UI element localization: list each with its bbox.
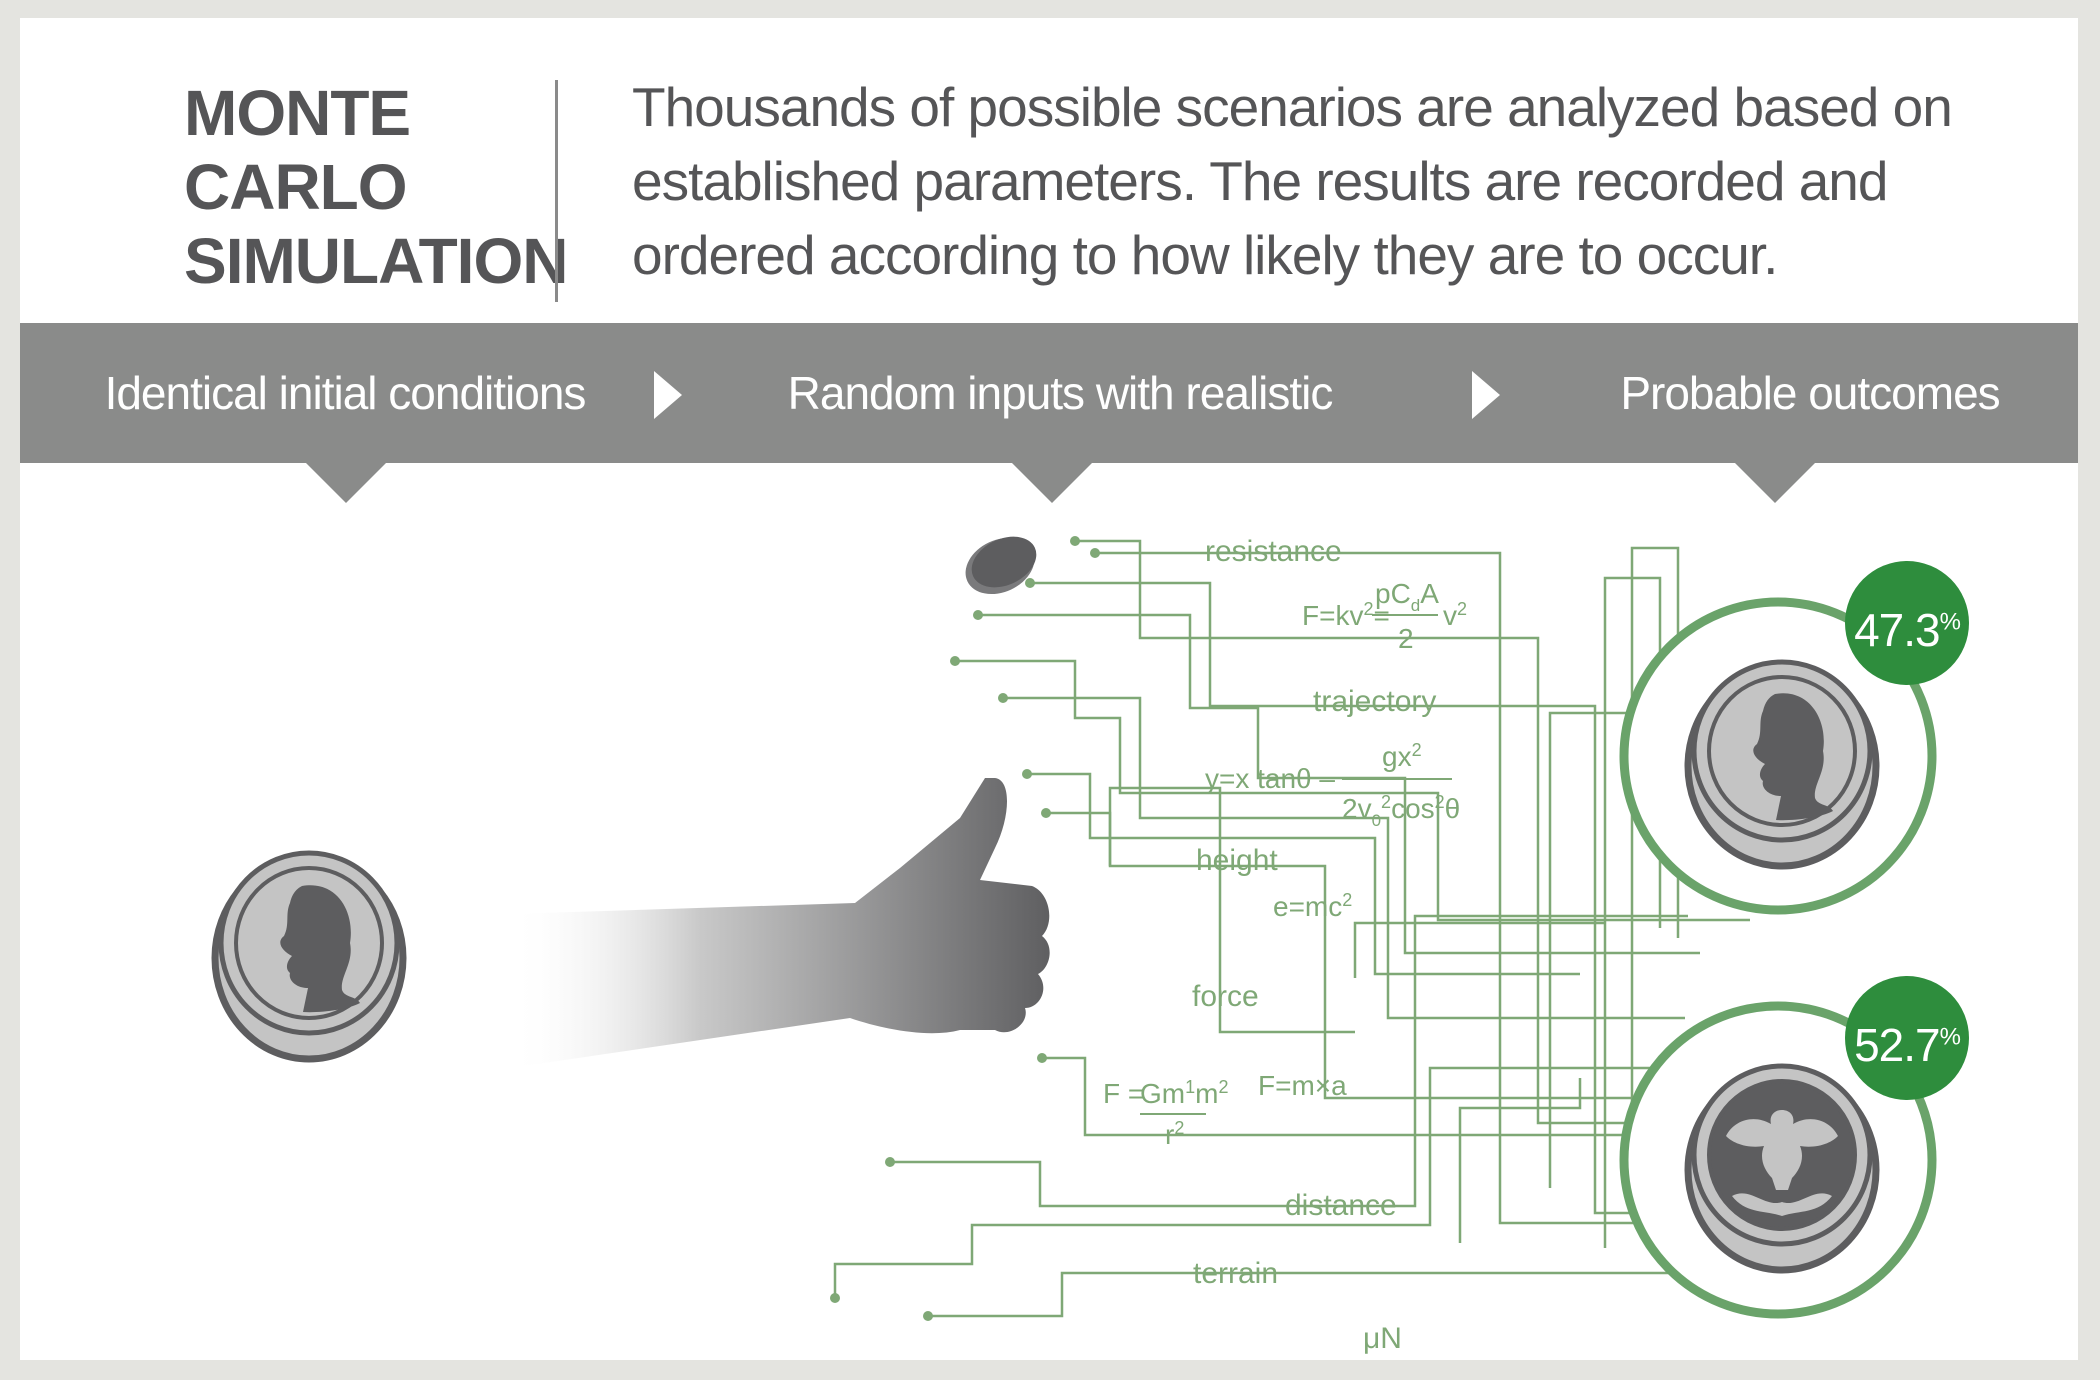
formula-gravity-numerator: Gm1m2 (1140, 1077, 1228, 1109)
label-trajectory: trajectory (1313, 685, 1436, 718)
formula-drag-rhs: v2 (1443, 599, 1467, 631)
formula-trajectory-lhs: y=x tanθ – (1205, 763, 1335, 794)
pointer-icon (1012, 463, 1092, 503)
formula-drag-denominator: 2 (1398, 623, 1414, 654)
flying-coin-icon (965, 536, 1037, 595)
title-line: CARLO (184, 151, 408, 223)
coin-heads-icon (211, 850, 407, 1063)
title-divider (555, 80, 558, 302)
pointer-icon (1735, 463, 1815, 503)
step-arrow-icon (1472, 371, 1500, 419)
hand-thumb-flip-icon (510, 778, 1050, 1068)
pointer-icon (306, 463, 386, 503)
page-title: MONTE CARLO SIMULATION (184, 76, 568, 298)
coin-tails-eagle-icon (1684, 1063, 1880, 1274)
formula-newton: F=m×a (1258, 1070, 1347, 1101)
formula-trajectory-numerator: gx2 (1382, 740, 1422, 772)
infographic: MONTE CARLO SIMULATION Thousands of poss… (20, 18, 2078, 1360)
label-distance: distance (1285, 1189, 1397, 1222)
title-line: SIMULATION (184, 225, 568, 297)
step-probable-outcomes: Probable outcomes (1620, 367, 2000, 419)
step-initial-conditions: Identical initial conditions (104, 367, 587, 419)
formula-gravity-denominator: r2 (1165, 1118, 1184, 1150)
title-line: MONTE (184, 77, 411, 149)
step-arrow-icon (654, 371, 682, 419)
label-height: height (1196, 844, 1278, 877)
formula-energy: e=mc2 (1273, 890, 1352, 922)
label-force: force (1192, 980, 1259, 1013)
process-banner: Identical initial conditions Random inpu… (20, 323, 2078, 559)
diagram-graphics: resistance F=kv2= pCdA 2 v2 trajectory y… (211, 535, 1937, 1355)
outcome-tails-percent: 52.7% (1845, 976, 1969, 1100)
step-random-inputs: Random inputs with realistic limits (787, 367, 1334, 559)
formula-drag-numerator: pCdA (1375, 578, 1439, 615)
parameter-labels: resistance F=kv2= pCdA 2 v2 trajectory y… (1103, 535, 1467, 1355)
label-terrain: terrain (1193, 1257, 1278, 1290)
formula-drag-lhs: F=kv2= (1302, 599, 1390, 631)
label-resistance: resistance (1205, 535, 1342, 568)
outcome-coin-heads-icon (1684, 659, 1880, 870)
description-text: Thousands of possible scenarios are anal… (632, 76, 1953, 286)
formula-gravity-lhs: F = (1103, 1078, 1144, 1109)
formula-trajectory-denominator: 2v02cos2θ (1342, 792, 1460, 830)
outcome-heads-percent: 47.3% (1845, 561, 1969, 685)
input-dots (830, 536, 1100, 1321)
label-mu: μN (1363, 1322, 1402, 1355)
